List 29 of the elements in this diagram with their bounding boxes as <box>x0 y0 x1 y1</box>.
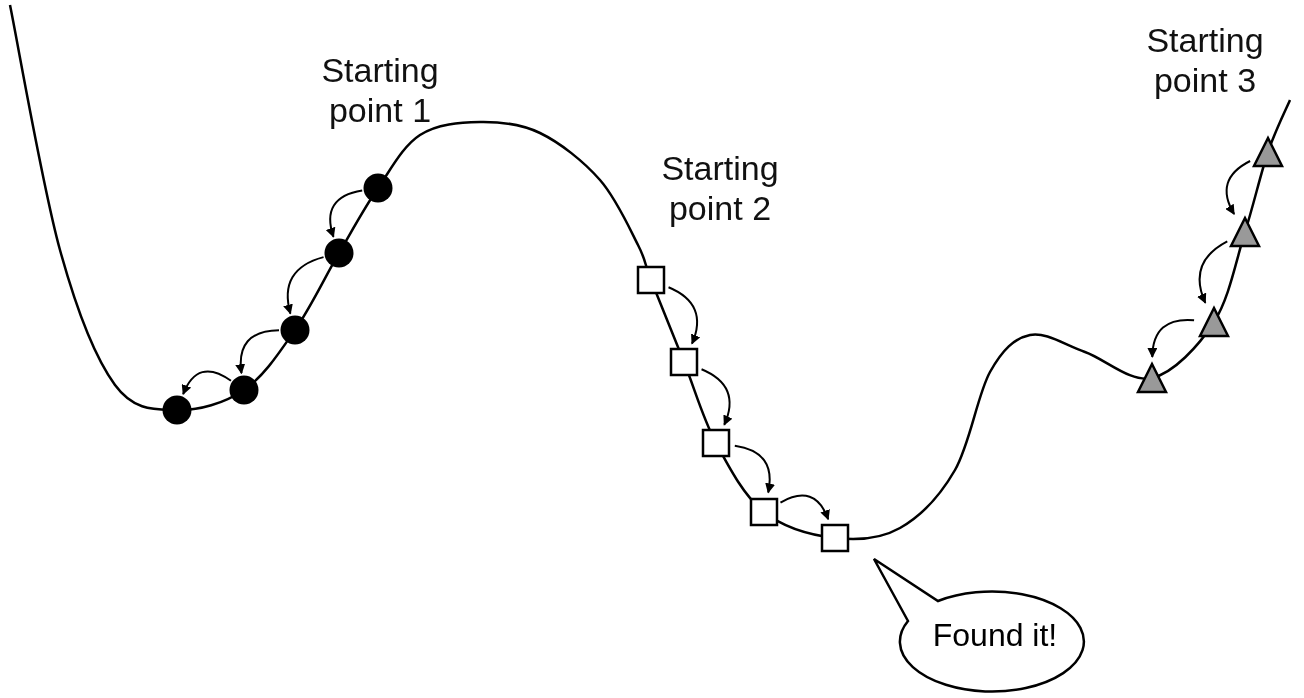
arrow <box>235 329 280 375</box>
circle-marker <box>228 374 260 406</box>
triangle-marker <box>1252 136 1284 168</box>
circle-marker <box>161 394 193 426</box>
square-marker <box>700 427 732 459</box>
circle-marker <box>279 314 311 346</box>
arrow <box>283 256 325 315</box>
arrow <box>779 494 830 521</box>
arrow <box>1197 240 1229 304</box>
arrow <box>1147 318 1196 358</box>
arrow <box>326 189 364 238</box>
arrow <box>733 444 775 494</box>
triangle-marker <box>1136 362 1168 394</box>
point-label: Starting point 3 <box>1145 20 1265 100</box>
square-marker <box>668 346 700 378</box>
square-marker <box>635 264 667 296</box>
triangle-marker <box>1198 306 1230 338</box>
arrow <box>667 286 700 345</box>
arrow <box>1225 160 1252 216</box>
square-marker <box>748 496 780 528</box>
circle-marker <box>362 172 394 204</box>
arrow <box>182 370 232 396</box>
square-marker <box>819 522 851 554</box>
point-label: Starting point 2 <box>660 148 780 228</box>
arrow <box>700 368 733 426</box>
bubble-text: Found it! <box>931 616 1059 655</box>
triangle-marker <box>1229 216 1261 248</box>
circle-marker <box>323 237 355 269</box>
point-label: Starting point 1 <box>320 50 440 130</box>
